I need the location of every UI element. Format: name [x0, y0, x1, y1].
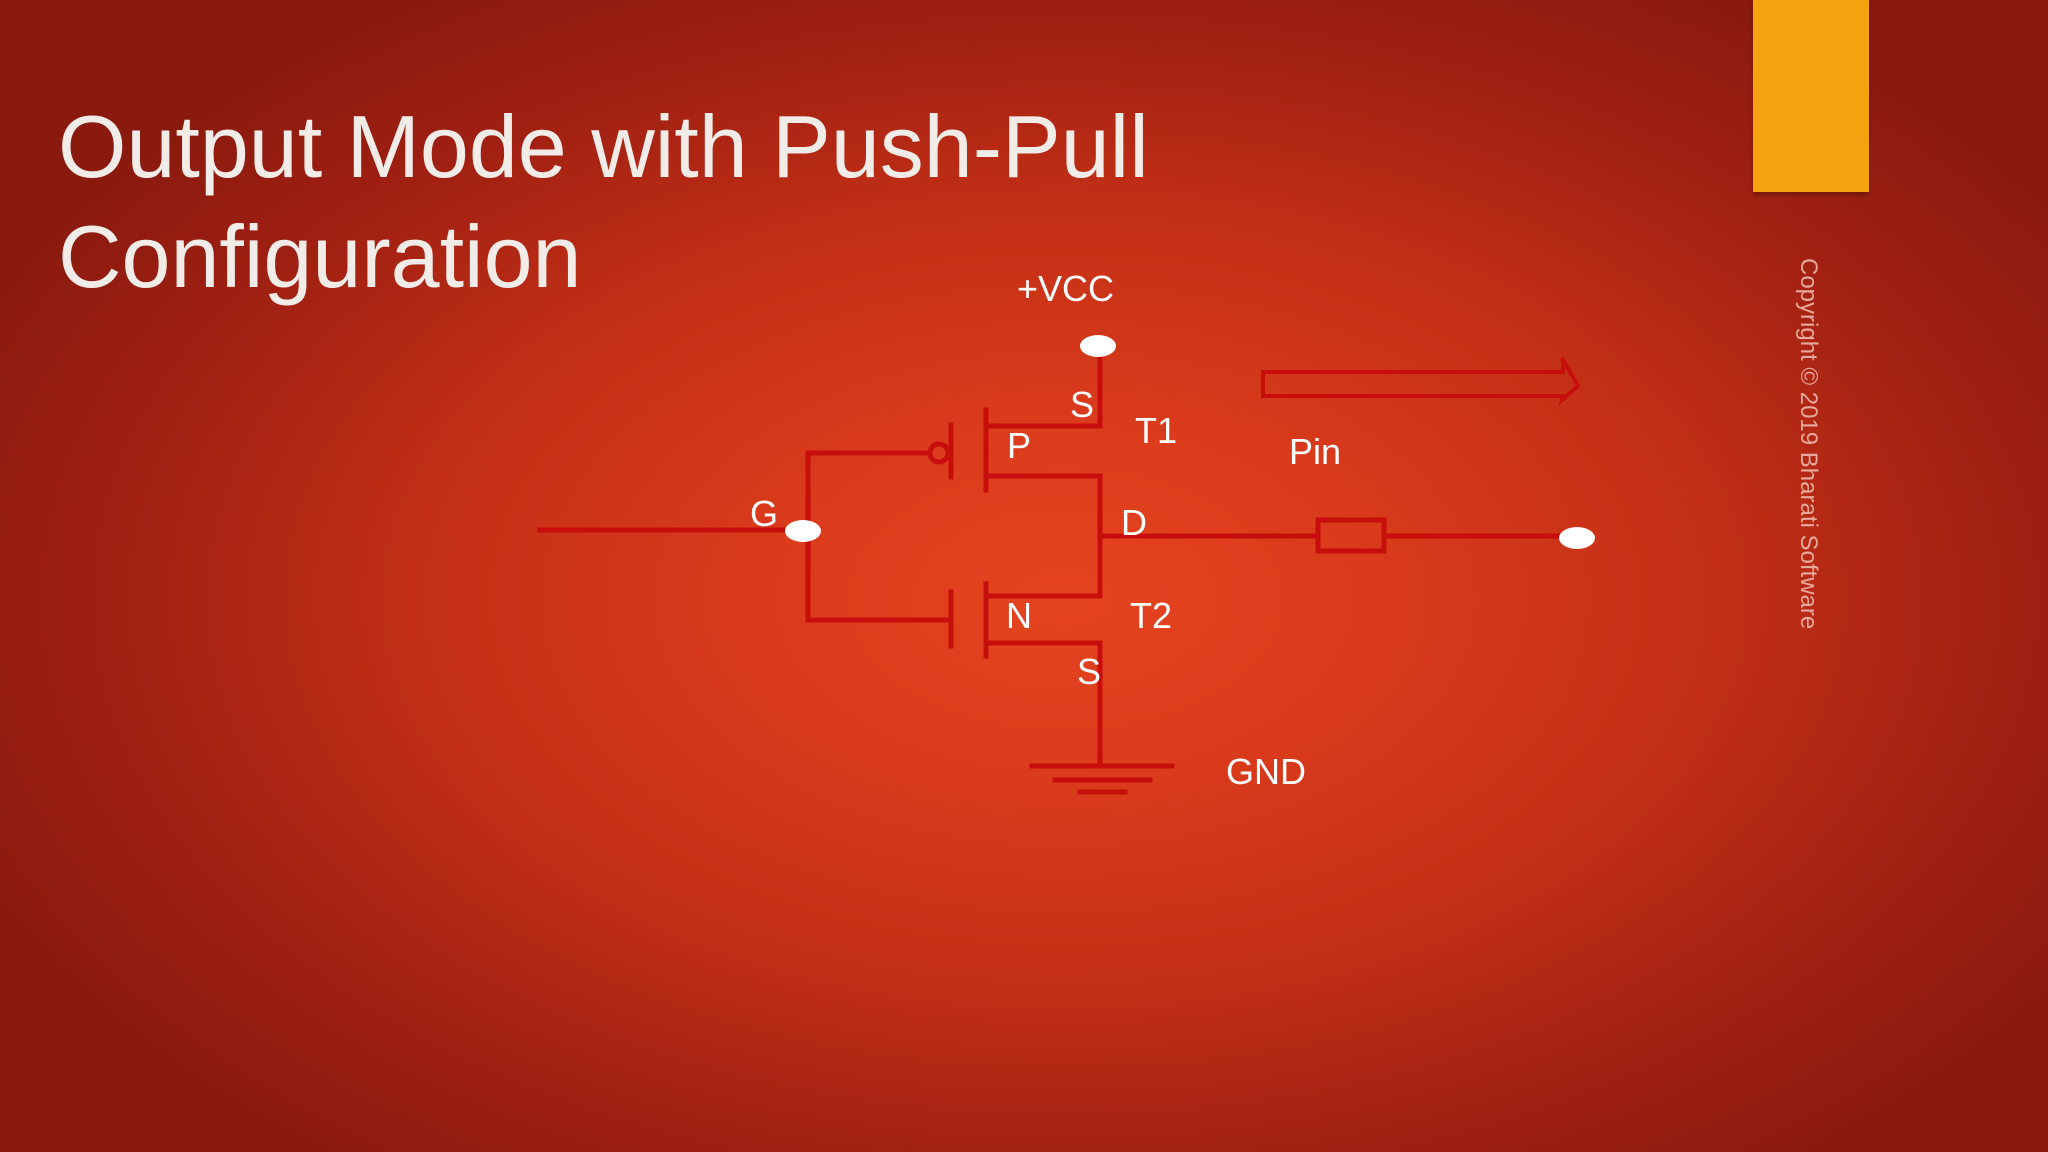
t2-type-label: N — [1006, 595, 1032, 636]
accent-bar — [1753, 0, 1869, 192]
pin-label: Pin — [1289, 431, 1341, 472]
title-line-1: Output Mode with Push-Pull — [58, 97, 1149, 196]
t1-source-label: S — [1070, 384, 1094, 425]
gate-label: G — [750, 493, 778, 534]
pin-resistor-box — [1315, 517, 1387, 554]
circuit-wires — [537, 347, 1581, 795]
drain-label: D — [1121, 502, 1147, 543]
current-direction-arrow — [1261, 357, 1581, 406]
vcc-label: +VCC — [1017, 268, 1114, 309]
slide-title: Output Mode with Push-Pull Configuration — [58, 92, 1258, 312]
vcc-node — [1080, 335, 1116, 357]
t2-label: T2 — [1130, 595, 1172, 636]
pin-output-node — [1559, 527, 1595, 549]
title-line-2: Configuration — [58, 207, 582, 306]
p-gate-inversion-bubble — [927, 441, 951, 465]
t1-label: T1 — [1135, 410, 1177, 451]
t1-type-label: P — [1007, 425, 1031, 466]
gnd-label: GND — [1226, 751, 1306, 792]
t2-source-label: S — [1077, 651, 1101, 692]
gate-node — [785, 520, 821, 542]
